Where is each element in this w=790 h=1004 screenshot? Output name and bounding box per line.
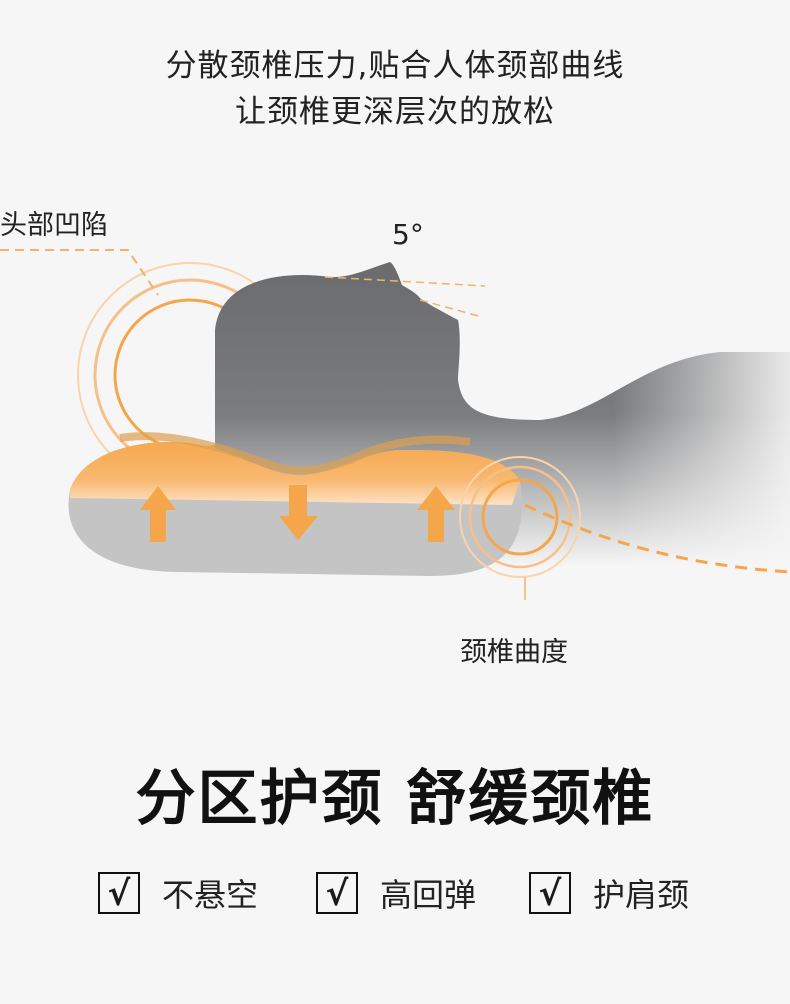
neck-pressure-rings xyxy=(459,456,581,578)
cervical-curve-label: 颈椎曲度 xyxy=(460,637,568,668)
feature-item: √ 护肩颈 xyxy=(529,870,689,916)
feature-item: √ 高回弹 xyxy=(316,870,476,916)
checkmark-icon: √ xyxy=(316,872,358,914)
angle-lines xyxy=(324,276,486,318)
angle-label: 5° xyxy=(392,218,424,251)
arrow-up-icon xyxy=(417,486,455,542)
spine-curve-line xyxy=(524,503,790,574)
arrow-down-icon xyxy=(279,485,318,540)
main-heading: 分区护颈 舒缓颈椎 xyxy=(135,764,655,834)
pillow-illustration xyxy=(0,249,790,600)
subtitle-line-2: 让颈椎更深层次的放松 xyxy=(235,94,555,130)
feature-item: √ 不悬空 xyxy=(98,870,258,916)
head-depression-label: 头部凹陷 xyxy=(0,210,108,241)
feature-label: 不悬空 xyxy=(162,876,259,914)
arrow-up-icon xyxy=(140,486,176,542)
checkmark-icon: √ xyxy=(529,872,571,914)
feature-label: 高回弹 xyxy=(380,876,477,914)
subtitle-line-1: 分散颈椎压力,贴合人体颈部曲线 xyxy=(165,48,625,84)
pillow xyxy=(68,432,522,576)
checkmark-icon: √ xyxy=(98,872,140,914)
feature-label: 护肩颈 xyxy=(593,876,690,914)
head-leader-line xyxy=(0,249,159,296)
pressure-arrows xyxy=(140,485,455,542)
